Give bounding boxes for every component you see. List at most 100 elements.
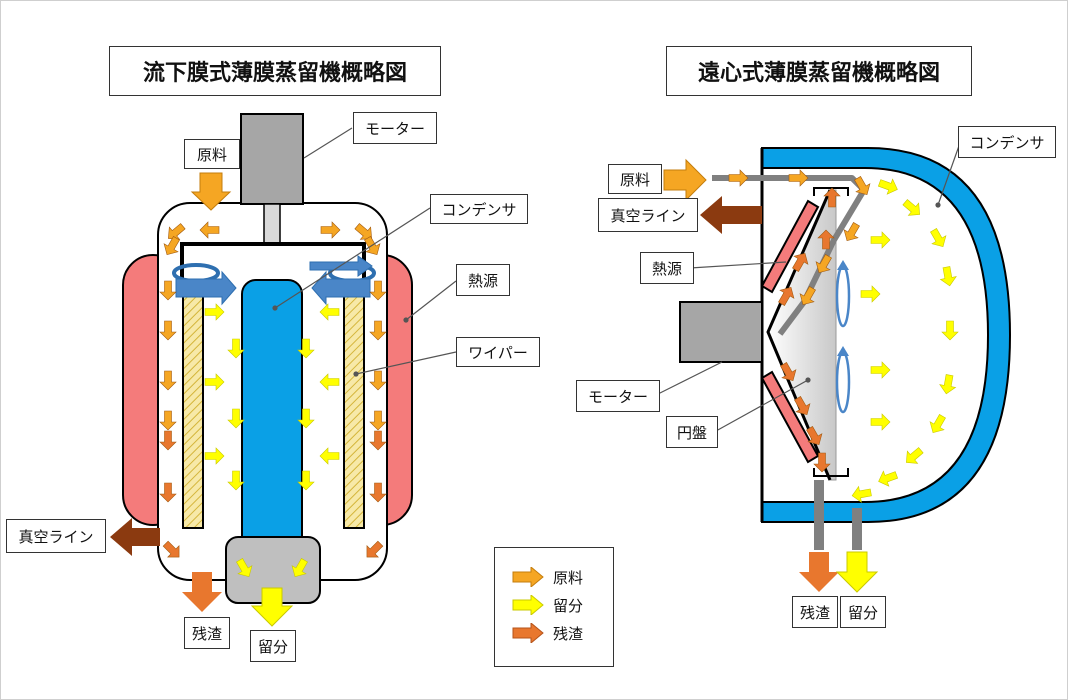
residue-outlet-arrow-left xyxy=(182,572,222,612)
legend-item-residue: 残渣 xyxy=(511,622,583,644)
label-motor-right: モーター xyxy=(576,380,660,412)
distillate-flow-arrow xyxy=(227,338,245,359)
distillate-flow-arrow xyxy=(939,266,957,287)
feed-inlet-arrow-right xyxy=(663,158,707,202)
label-residue-left: 残渣 xyxy=(184,617,230,649)
residue-flow-arrow xyxy=(780,362,797,382)
centrifugal-apparatus xyxy=(679,147,1012,550)
feed-flow-arrow xyxy=(369,280,387,301)
feed-flow-arrow xyxy=(815,254,832,274)
label-condenser-left: コンデンサ xyxy=(430,194,528,224)
distillate-flow-arrow xyxy=(870,413,891,431)
feed-flow-arrow xyxy=(369,410,387,431)
label-motor-left: モーター xyxy=(353,112,437,144)
legend-label-distillate: 留分 xyxy=(553,596,584,615)
feed-pipe xyxy=(712,175,867,336)
label-feed-left: 原料 xyxy=(184,139,240,169)
feed-flow-arrow xyxy=(159,320,177,341)
feed-flow-arrow xyxy=(369,370,387,391)
motor-shaft xyxy=(263,203,281,245)
feed-flow-arrow xyxy=(163,236,180,256)
distillate-flow-arrow xyxy=(906,447,924,464)
distillate-flow-arrow xyxy=(929,414,946,434)
legend-label-residue: 残渣 xyxy=(553,624,584,643)
legend-item-feed: 原料 xyxy=(511,566,583,588)
heater-upper-right xyxy=(760,199,820,294)
feed-flow-arrow xyxy=(799,286,816,306)
distillate-outlet-arrow-right xyxy=(835,551,879,593)
label-heat-left: 熱源 xyxy=(456,264,510,296)
label-vacuum-left: 真空ライン xyxy=(6,519,106,553)
residue-flow-arrow xyxy=(366,540,384,558)
residue-flow-arrow xyxy=(813,452,831,473)
legend-arrow-feed xyxy=(512,567,544,587)
distillate-flow-arrow xyxy=(930,228,947,248)
distillate-flow-arrow xyxy=(319,373,340,391)
feed-flow-arrow xyxy=(843,222,860,242)
label-disk-right: 円盤 xyxy=(666,416,718,448)
label-condenser-right: コンデンサ xyxy=(958,126,1056,158)
distillate-flow-arrow xyxy=(319,303,340,321)
distillate-flow-arrow xyxy=(902,199,920,216)
left-external-arrows xyxy=(110,172,294,627)
distillate-flow-arrow xyxy=(878,470,899,487)
distillate-flow-arrow xyxy=(941,320,959,341)
feed-flow-arrow xyxy=(788,169,809,187)
label-residue-right: 残渣 xyxy=(792,596,838,628)
distillate-flow-arrow xyxy=(860,285,881,303)
distillate-flow-arrow xyxy=(297,408,315,429)
residue-flow-arrow xyxy=(817,229,835,250)
distillate-flow-arrow xyxy=(236,558,253,578)
feed-flow-arrow xyxy=(199,221,220,239)
residue-flow-arrow xyxy=(369,482,387,503)
distillate-flow-arrow xyxy=(227,408,245,429)
label-heat-right: 熱源 xyxy=(640,252,694,284)
right-flow-arrows xyxy=(728,169,959,503)
right-title: 遠心式薄膜蒸留機概略図 xyxy=(666,46,972,96)
residue-flow-arrow xyxy=(778,286,795,306)
left-title: 流下膜式薄膜蒸留機概略図 xyxy=(109,46,441,96)
wiper-right xyxy=(343,287,365,529)
residue-outlet-arrow-right xyxy=(799,552,839,592)
residue-flow-arrow xyxy=(794,396,811,416)
feed-flow-arrow xyxy=(168,223,186,240)
residue-flow-arrow xyxy=(159,482,177,503)
motor-block-right xyxy=(679,301,763,363)
distillate-flow-arrow xyxy=(227,470,245,491)
wiper-left xyxy=(182,287,204,529)
distillate-flow-arrow xyxy=(204,373,225,391)
distillate-flow-arrow xyxy=(319,447,340,465)
feed-flow-arrow xyxy=(159,280,177,301)
right-external-arrows xyxy=(663,158,879,593)
legend-arrow-distillate xyxy=(512,595,544,615)
residue-flow-arrow xyxy=(806,426,823,446)
leader-lines xyxy=(272,127,961,432)
feed-flow-arrow xyxy=(728,169,749,187)
left-flow-arrows xyxy=(159,221,387,578)
feed-flow-arrow xyxy=(159,410,177,431)
label-distillate-right: 留分 xyxy=(840,596,886,628)
feed-flow-arrow xyxy=(854,176,871,196)
distillate-flow-arrow xyxy=(851,485,872,503)
vacuum-outlet-arrow-right xyxy=(700,196,762,234)
label-wiper-left: ワイパー xyxy=(456,337,540,367)
distillate-flow-arrow xyxy=(204,303,225,321)
distillate-flow-arrow xyxy=(204,447,225,465)
heater-lower-right xyxy=(760,370,820,464)
residue-flow-arrow xyxy=(823,187,841,208)
feed-flow-arrow xyxy=(320,221,341,239)
residue-flow-arrow xyxy=(792,252,809,272)
falling-film-apparatus xyxy=(122,113,413,604)
distillate-flow-arrow xyxy=(870,231,891,249)
feed-flow-arrow xyxy=(369,320,387,341)
legend-item-distillate: 留分 xyxy=(511,594,583,616)
label-vacuum-right: 真空ライン xyxy=(598,198,698,232)
distillate-flow-arrow xyxy=(291,558,308,578)
distillate-outlet-arrow-left xyxy=(250,587,294,627)
residue-flow-arrow xyxy=(369,430,387,451)
distillate-flow-arrow xyxy=(877,178,898,195)
distillate-flow-arrow xyxy=(297,338,315,359)
label-distillate-left: 留分 xyxy=(250,630,296,662)
label-feed-right: 原料 xyxy=(608,164,662,194)
residue-flow-arrow xyxy=(162,540,180,558)
